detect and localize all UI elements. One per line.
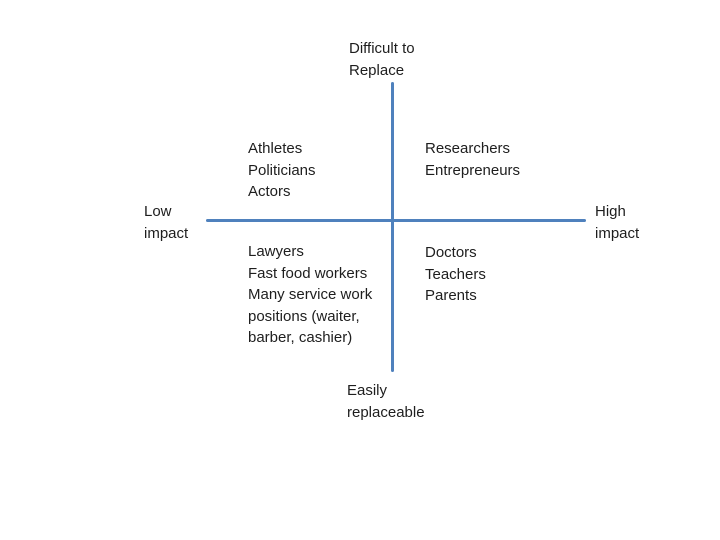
quadrant-top-right: Researchers Entrepreneurs bbox=[425, 138, 520, 181]
axis-label-easily-replaceable: Easily replaceable bbox=[347, 382, 425, 421]
vertical-axis-line bbox=[391, 82, 394, 372]
quadrant-item: barber, cashier) bbox=[248, 329, 353, 346]
quadrant-item: Politicians bbox=[248, 161, 316, 179]
quadrant-item: Athletes bbox=[248, 140, 303, 157]
quadrant-top-left: Athletes Politicians Actors bbox=[248, 138, 316, 203]
quadrant-item: Fast food workers bbox=[248, 264, 368, 282]
quadrant-item: Teachers bbox=[425, 265, 486, 283]
quadrant-bottom-left: Lawyers Fast food workers Many service w… bbox=[248, 241, 372, 349]
quadrant-item: Parents bbox=[425, 287, 477, 304]
axis-label-high-impact: High impact bbox=[595, 203, 640, 242]
quadrant-item: Actors bbox=[248, 183, 291, 200]
axis-label-difficult-to-replace: Difficult to Replace bbox=[349, 40, 415, 79]
quadrant-item: Doctors bbox=[425, 244, 477, 261]
quadrant-item: Many service work bbox=[248, 286, 373, 303]
quadrant-item: Lawyers bbox=[248, 243, 304, 260]
axis-label-low-impact: Low impact bbox=[144, 203, 189, 242]
quadrant-bottom-right: Doctors Teachers Parents bbox=[425, 242, 486, 307]
quadrant-item: positions (waiter, bbox=[248, 307, 360, 325]
quadrant-item: Researchers bbox=[425, 140, 511, 157]
horizontal-axis-line bbox=[206, 219, 586, 222]
quadrant-item: Entrepreneurs bbox=[425, 161, 521, 179]
